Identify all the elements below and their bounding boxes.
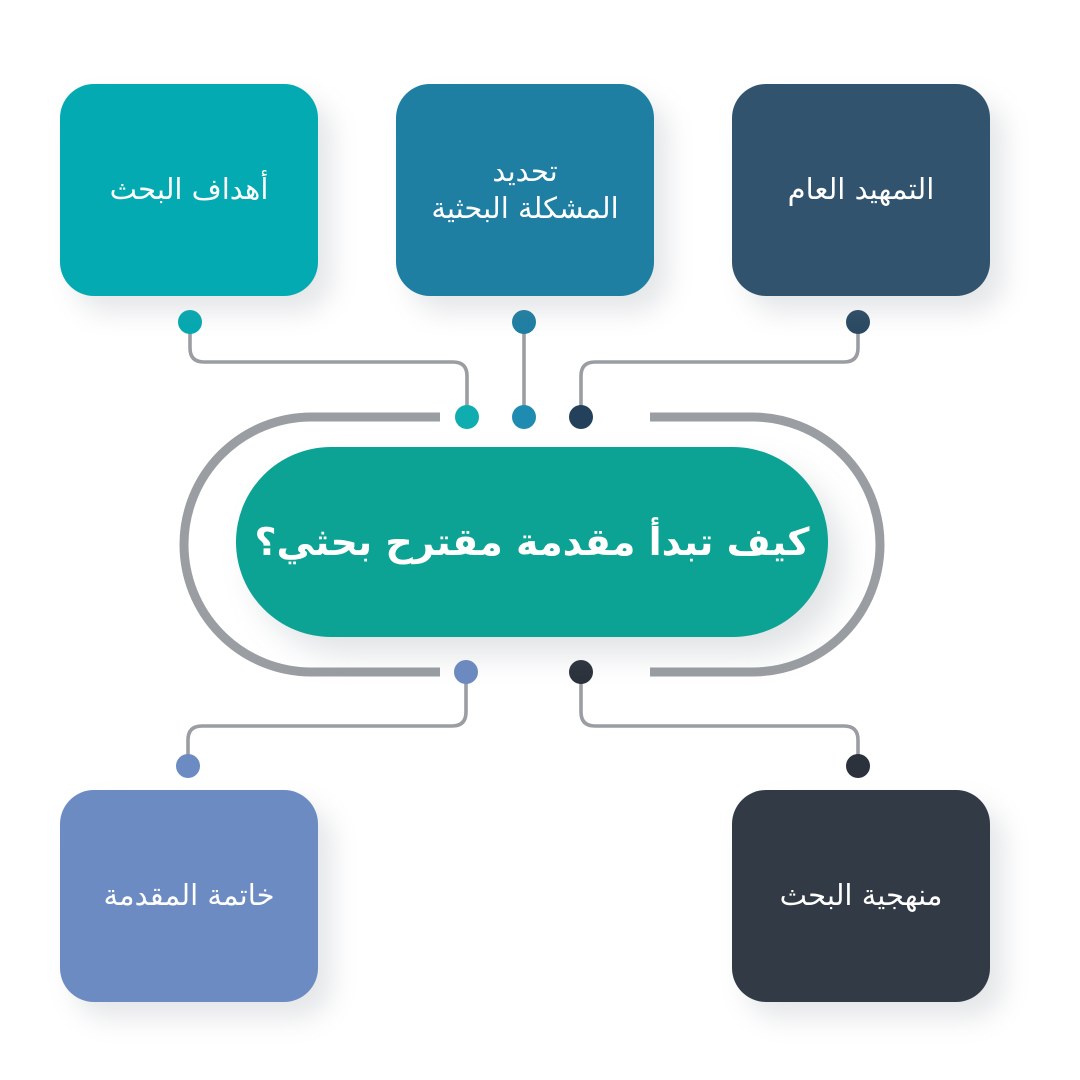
connector-bottom-left (186, 670, 468, 768)
dot-bottom-left-outer (176, 754, 200, 778)
node-card-research-methodology[interactable]: منهجية البحث (732, 790, 990, 1002)
node-label: تحديد المشكلة البحثية (431, 153, 619, 225)
dot-bottom-right-inner (569, 660, 593, 684)
dot-top-center-outer (512, 310, 536, 334)
dot-top-left-outer (178, 310, 202, 334)
node-label: منهجية البحث (779, 878, 943, 913)
dot-top-right-outer (846, 310, 870, 334)
connector-top-right (579, 320, 860, 419)
dot-top-right-inner (569, 405, 593, 429)
node-card-research-objectives[interactable]: أهداف البحث (60, 84, 318, 296)
node-card-problem-statement[interactable]: تحديد المشكلة البحثية (396, 84, 654, 296)
node-label: التمهيد العام (787, 172, 935, 207)
dot-top-center-inner (512, 405, 536, 429)
node-card-general-introduction[interactable]: التمهيد العام (732, 84, 990, 296)
connector-top-left (188, 320, 469, 419)
dot-bottom-left-inner (454, 660, 478, 684)
center-question-label: كيف تبدأ مقدمة مقترح بحثي؟ (254, 520, 810, 564)
node-card-introduction-conclusion[interactable]: خاتمة المقدمة (60, 790, 318, 1002)
connector-bottom-right (579, 670, 860, 768)
dot-top-left-inner (455, 405, 479, 429)
dot-bottom-right-outer (846, 754, 870, 778)
node-label: أهداف البحث (109, 172, 269, 207)
center-question-pill[interactable]: كيف تبدأ مقدمة مقترح بحثي؟ (236, 447, 828, 637)
node-label: خاتمة المقدمة (103, 878, 275, 913)
